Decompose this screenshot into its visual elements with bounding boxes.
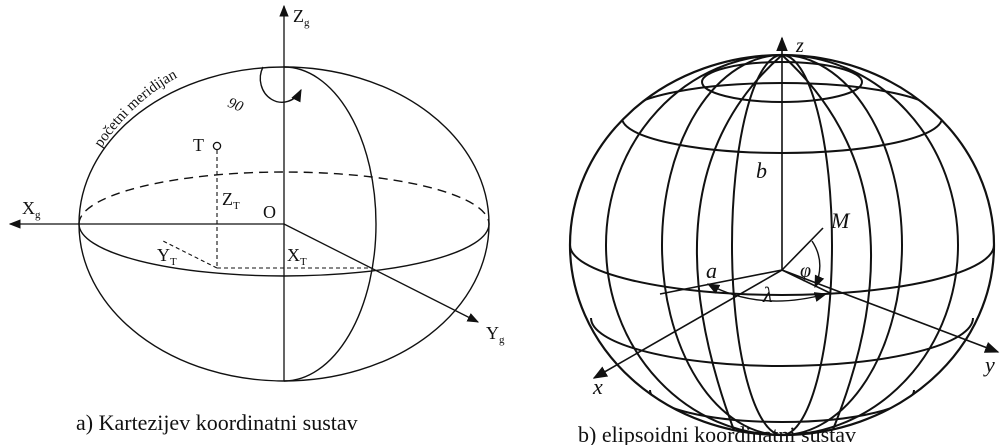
meridian-3 [731,55,833,435]
x-axis-label: Xg [22,198,41,221]
origin-label: O [263,202,276,222]
phi-arc [811,240,825,289]
initial-meridian-label: početni meridijan [91,66,180,150]
latitude-label: φ [800,260,811,282]
y-axis-label: y [983,352,995,377]
cartesian-diagram: Zg Xg Yg 90 T O ZT YT XT početni meridij… [8,4,505,435]
right-angle-arc [259,66,302,103]
y-axis [781,269,1000,353]
meridian-1 [605,55,959,435]
z-axis-label: z [795,35,804,57]
meridian-2 [661,55,903,435]
point-t-label: T [193,135,204,155]
yt-label: YT [157,245,177,268]
angle-label: 90 [225,95,245,116]
xt-label: XT [287,245,307,268]
equator-back [78,171,490,225]
x-axis-label: x [592,374,603,399]
semi-major-axis-label: a [706,258,717,283]
initial-meridian [283,66,377,382]
caption-b: b) elipsoidni koordinatni sustav [578,422,856,445]
y-axis [283,223,480,323]
radius-a [659,269,783,295]
zt-label: ZT [222,189,240,212]
y-axis-label: Yg [486,323,505,346]
meridian-front-left [696,55,783,434]
longitude-label: λ [762,282,773,307]
z-axis-label: Zg [293,6,310,29]
point-m-label: M [830,208,851,233]
meridian-front-right [781,55,872,433]
point-t-marker [212,141,222,151]
lambda-arc [706,283,828,302]
ellipsoid-diagram: z x y b a M λ φ b) elipsoidni koordinatn… [568,35,1000,445]
parallel-lower [590,317,974,367]
radius-to-m [781,227,824,271]
yt-dashed [160,239,218,269]
semi-minor-axis-label: b [756,158,767,183]
caption-a: a) Kartezijev koordinatni sustav [76,410,358,435]
